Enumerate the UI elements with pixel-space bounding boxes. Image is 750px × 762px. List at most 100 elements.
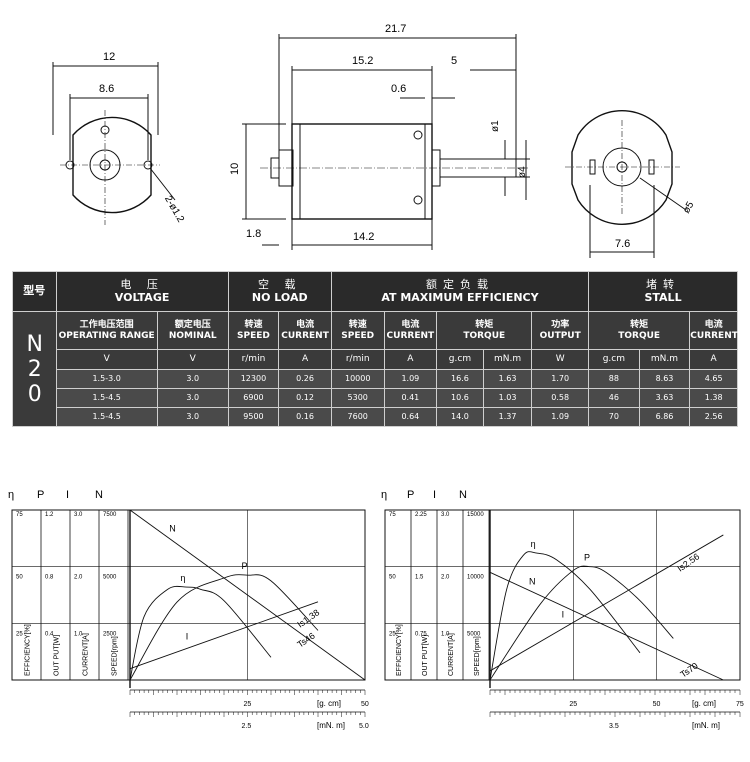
axis-tick-label: 5000 xyxy=(103,575,117,581)
unit-cell: g.cm xyxy=(436,349,484,370)
chart-frame xyxy=(11,509,366,681)
front-view-left xyxy=(52,62,176,225)
unit-cell: mN.m xyxy=(638,349,691,370)
unit-cell: A xyxy=(278,349,332,370)
unit-cell: g.cm xyxy=(588,349,640,370)
axis-title: SPEED[rpm] xyxy=(112,636,119,676)
series-label: I xyxy=(562,609,565,619)
table-cell: 0.64 xyxy=(383,407,438,427)
x-tick-label: 2.5 xyxy=(242,723,252,730)
x-tick-label: 5.0 xyxy=(359,723,369,730)
table-cell: 3.0 xyxy=(156,369,229,389)
series-label: η xyxy=(531,539,536,549)
axis-symbol: N xyxy=(95,489,103,501)
table-cell: 5300 xyxy=(330,388,385,408)
axis-tick-label: 2.25 xyxy=(415,512,427,518)
axis-title: EFFICIENCY[%] xyxy=(25,624,32,676)
table-cell: 12300 xyxy=(227,369,280,389)
dim-body-length: 15.2 xyxy=(352,55,373,67)
table-cell: 4.65 xyxy=(689,369,738,389)
table-cell: 0.41 xyxy=(383,388,438,408)
x-axis-label: [mN. m] xyxy=(317,721,345,730)
x-tick-label: 75 xyxy=(736,701,744,708)
table-cell: 1.5-4.5 xyxy=(55,388,158,408)
axis-title: SPEED[rpm] xyxy=(474,636,481,676)
table-cell: 8.63 xyxy=(638,369,691,389)
table-cell: 1.09 xyxy=(531,407,590,427)
axis-tick-label: 25 xyxy=(16,631,23,637)
dim-width-right: 7.6 xyxy=(615,238,630,250)
side-view xyxy=(242,34,530,250)
table-cell: 46 xyxy=(588,388,640,408)
table-cell: 1.5-4.5 xyxy=(55,407,158,427)
axis-title: OUT PUT[W] xyxy=(422,635,429,676)
dim-holes: 2-ø1.2 xyxy=(162,194,186,225)
table-cell: 3.0 xyxy=(156,407,229,427)
model-label: 型号 xyxy=(12,271,57,312)
axis-tick-label: 7500 xyxy=(103,512,117,518)
axis-title: OUT PUT[W] xyxy=(54,635,61,676)
dim-width-left: 12 xyxy=(103,51,115,63)
unit-cell: A xyxy=(383,349,438,370)
axis-symbol: I xyxy=(433,489,436,501)
axis-title: CURRENT[A] xyxy=(448,633,455,676)
axis-title: CURRENT[A] xyxy=(83,633,90,676)
front-view-right xyxy=(565,110,687,258)
table-cell: 3.63 xyxy=(638,388,691,408)
series-label: P xyxy=(584,553,590,563)
table-cell: 1.37 xyxy=(482,407,533,427)
dim-flange: 1.8 xyxy=(246,228,261,240)
table-cell: 1.09 xyxy=(383,369,438,389)
axis-tick-label: 10000 xyxy=(467,575,484,581)
annotation: Is1.38 xyxy=(295,607,321,629)
table-cell: 10.6 xyxy=(436,388,484,408)
x-tick-label: 25 xyxy=(569,701,577,708)
dim-total-length: 21.7 xyxy=(385,23,406,35)
axis-tick-label: 5000 xyxy=(467,631,481,637)
dim-boss: ø5 xyxy=(681,200,697,216)
table-cell: 1.5-3.0 xyxy=(55,369,158,389)
axis-tick-label: 1.2 xyxy=(45,512,54,518)
dim-shaft-dia: ø4 xyxy=(517,166,528,178)
table-cell: 0.58 xyxy=(531,388,590,408)
x-axis-label: [mN. m] xyxy=(692,721,720,730)
dim-height: 10 xyxy=(229,163,241,175)
x-axis-label: [g. cm] xyxy=(317,699,341,708)
axis-tick-label: 3.0 xyxy=(441,512,450,518)
chart-frame xyxy=(384,509,741,681)
table-cell: 1.03 xyxy=(482,388,533,408)
series-label: P xyxy=(242,561,248,571)
axis-tick-label: 2.0 xyxy=(441,575,450,581)
unit-cell: V xyxy=(156,349,229,370)
table-cell: 70 xyxy=(588,407,640,427)
unit-cell: r/min xyxy=(330,349,385,370)
series-label: N xyxy=(529,576,536,586)
series-line-I xyxy=(489,534,724,672)
axis-tick-label: 0.75 xyxy=(415,631,427,637)
x-axis-label: [g. cm] xyxy=(692,699,716,708)
series-line-η xyxy=(129,585,272,681)
model-name: N20 xyxy=(12,311,57,427)
x-tick-label: 50 xyxy=(361,701,369,708)
unit-cell: V xyxy=(55,349,158,370)
series-line-η xyxy=(489,551,641,681)
axis-tick-label: 50 xyxy=(389,575,396,581)
series-line-N xyxy=(489,571,724,681)
axis-tick-label: 3.0 xyxy=(74,512,83,518)
axis-tick-label: 25 xyxy=(389,631,396,637)
technical-drawing: 12 8.6 2-ø1.2 21.7 15.2 5 0.6 10 ø1 ø4 1… xyxy=(52,23,697,258)
dim-bearing: 0.6 xyxy=(391,83,406,95)
axis-tick-label: 2500 xyxy=(103,631,117,637)
